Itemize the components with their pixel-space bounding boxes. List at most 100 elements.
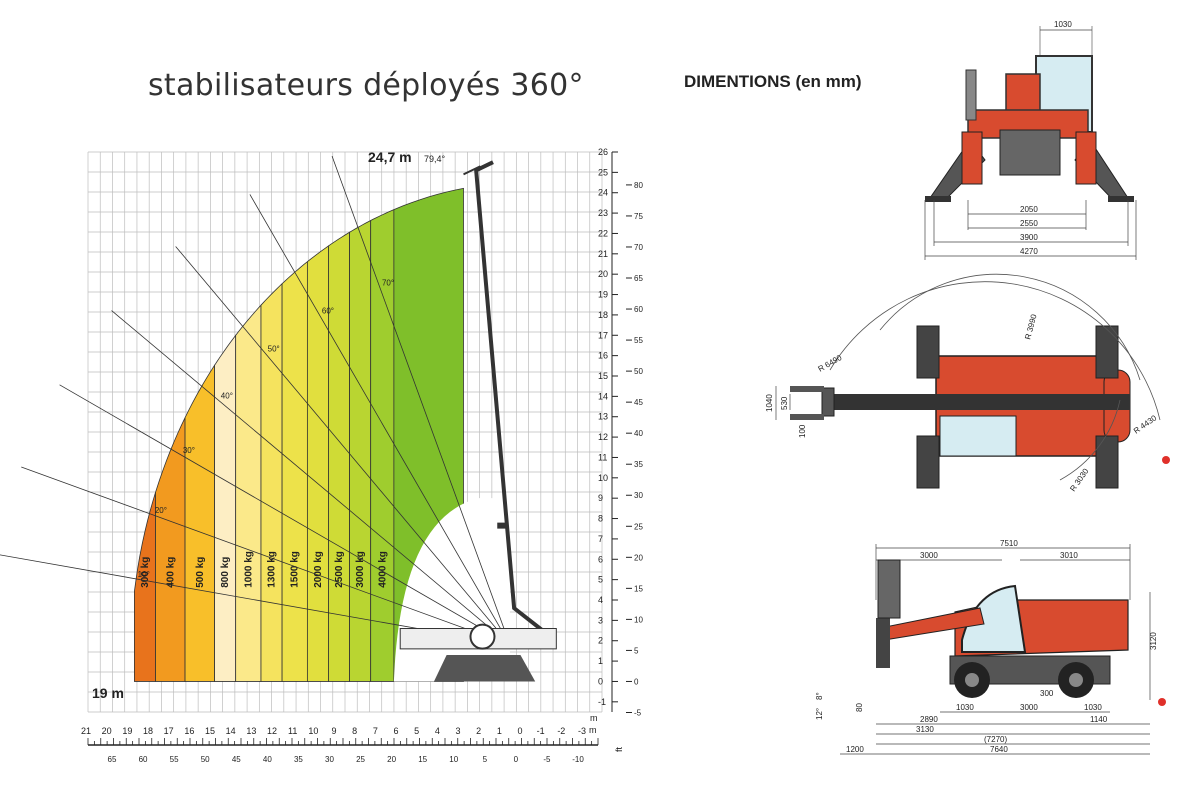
- load-zone: [306, 245, 329, 682]
- max-angle-label: 79,4°: [424, 154, 446, 164]
- load-zone-label: 2500 kg: [334, 551, 345, 588]
- y-tick-m: 20: [598, 269, 608, 279]
- plan-radius-4: R 3030: [1068, 466, 1090, 493]
- x-tick-m: -2: [557, 726, 565, 736]
- x-tick-m: 9: [331, 726, 336, 736]
- x-tick-ft: 15: [418, 755, 427, 764]
- x-tick-ft: 5: [483, 755, 488, 764]
- plan-radius-3: R 4430: [1132, 413, 1159, 435]
- plan-view-drawing: R 6490 R 3990 R 4430 R 3030 1040 530 100: [765, 273, 1170, 493]
- y-tick-m: 24: [598, 188, 608, 198]
- side-view-drawing: 7510 3000 3010 3120 1030 3000 1030 300 2…: [815, 539, 1166, 755]
- y-tick-m: 22: [598, 228, 608, 238]
- x-tick-m: 18: [143, 726, 153, 736]
- side-length-2: 1140: [1090, 715, 1108, 724]
- y-tick-m: 7: [598, 534, 603, 544]
- y-tick-m: 26: [598, 147, 608, 157]
- side-clearance: 300: [1040, 689, 1054, 698]
- angle-ray: [59, 384, 511, 646]
- x-tick-m: 3: [455, 726, 460, 736]
- front-dim-3: 3900: [1020, 233, 1038, 242]
- x-tick-ft: -5: [543, 755, 551, 764]
- y-tick-ft: 65: [634, 274, 643, 283]
- y-tick-ft: -5: [634, 708, 642, 717]
- y-tick-m: 9: [598, 493, 603, 503]
- y-tick-ft: 5: [634, 646, 639, 655]
- y-tick-ft: 10: [634, 615, 643, 624]
- x-tick-m: 1: [497, 726, 502, 736]
- load-zone-label: 3000 kg: [355, 551, 366, 588]
- load-zone-label: 1000 kg: [243, 551, 254, 588]
- y-tick-m: 21: [598, 249, 608, 259]
- y-tick-ft: 55: [634, 336, 643, 345]
- load-zone-label: 2000 kg: [313, 551, 324, 588]
- x-tick-ft: 60: [139, 755, 148, 764]
- x-tick-ft: 25: [356, 755, 365, 764]
- x-tick-m: 20: [102, 726, 112, 736]
- y-tick-ft: 75: [634, 212, 643, 221]
- y-tick-ft: 60: [634, 305, 643, 314]
- x-tick-ft: 65: [108, 755, 117, 764]
- y-tick-ft: 70: [634, 243, 643, 252]
- load-zone: [370, 209, 395, 682]
- y-tick-m: 25: [598, 167, 608, 177]
- side-angle-2: 12°: [815, 708, 824, 720]
- load-zone: [281, 260, 308, 682]
- x-tick-m: -3: [578, 726, 586, 736]
- x-tick-m: 13: [246, 726, 256, 736]
- y-tick-m: 3: [598, 615, 603, 625]
- x-tick-ft: 45: [232, 755, 241, 764]
- load-zone: [235, 304, 262, 682]
- telehandler-silhouette: [399, 160, 557, 682]
- y-tick-ft: 15: [634, 584, 643, 593]
- y-tick-ft: 45: [634, 398, 643, 407]
- y-tick-m: 12: [598, 432, 608, 442]
- angle-ray: [21, 466, 511, 646]
- y-tick-m: 5: [598, 575, 603, 585]
- load-zone: [134, 492, 156, 682]
- y-tick-m: 11: [598, 452, 607, 462]
- x-tick-m: -1: [537, 726, 545, 736]
- x-tick-ft: 55: [170, 755, 179, 764]
- max-height-label: 24,7 m: [368, 149, 412, 165]
- x-tick-m: 17: [164, 726, 174, 736]
- side-length-5: 1200: [846, 745, 864, 754]
- chart-arcs-and-rays: 10°20°30°40°50°60°70°: [0, 156, 511, 646]
- load-zone: [184, 363, 215, 682]
- side-length-4: (7270): [984, 735, 1007, 744]
- front-dim-4: 4270: [1020, 247, 1038, 256]
- y-tick-m: 23: [598, 208, 608, 218]
- angle-ray: [331, 156, 511, 645]
- unit-m-y: m: [590, 713, 598, 723]
- side-front-length: 3000: [920, 551, 938, 560]
- angle-label: 30°: [183, 446, 195, 455]
- y-tick-m: 2: [598, 636, 603, 646]
- plan-width-1: 1040: [765, 394, 774, 412]
- plan-width-2: 530: [780, 396, 789, 410]
- side-length-1: 2890: [920, 715, 938, 724]
- x-tick-m: 7: [373, 726, 378, 736]
- angle-label: 50°: [268, 345, 280, 354]
- unit-ft: ft: [614, 746, 624, 752]
- x-tick-ft: 40: [263, 755, 272, 764]
- load-zone-label: 300 kg: [140, 557, 151, 588]
- x-tick-m: 0: [517, 726, 522, 736]
- x-tick-m: 16: [184, 726, 194, 736]
- x-tick-m: 19: [122, 726, 132, 736]
- load-zone-label: 400 kg: [165, 557, 176, 588]
- x-tick-m: 8: [352, 726, 357, 736]
- angle-label: 20°: [155, 506, 167, 515]
- load-zone: [328, 231, 350, 682]
- y-tick-m: 0: [598, 676, 603, 686]
- x-tick-m: 2: [476, 726, 481, 736]
- angle-label: 60°: [322, 307, 334, 316]
- y-tick-m: 14: [598, 391, 608, 401]
- x-tick-ft: 0: [514, 755, 519, 764]
- side-wheelbase-1: 1030: [956, 703, 974, 712]
- x-tick-m: 15: [205, 726, 215, 736]
- y-tick-m: 6: [598, 554, 603, 564]
- y-tick-ft: 35: [634, 460, 643, 469]
- x-tick-ft: -10: [572, 755, 584, 764]
- front-dim-1: 2050: [1020, 205, 1038, 214]
